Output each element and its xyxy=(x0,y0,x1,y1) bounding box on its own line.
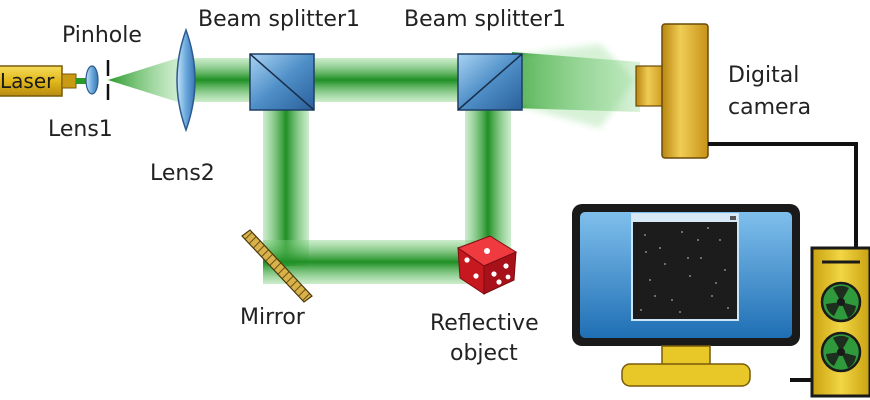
mirror-icon xyxy=(241,229,313,303)
reference-beam-down xyxy=(263,100,309,266)
monitor-icon xyxy=(572,204,800,387)
laser-beam-paths xyxy=(108,44,640,284)
camera-label-line2: camera xyxy=(728,95,811,120)
lens1-icon xyxy=(85,65,99,95)
fan-icon xyxy=(820,331,862,373)
object-beam-up xyxy=(465,100,511,250)
beam-splitter-right-label: Beam splitter1 xyxy=(404,7,566,32)
object-label-line2: object xyxy=(450,341,518,366)
beam-splitter-left-label: Beam splitter1 xyxy=(198,7,360,32)
camera-icon xyxy=(635,23,709,159)
object-label-line1: Reflective xyxy=(430,311,539,336)
lens2-label: Lens2 xyxy=(150,161,215,186)
laser-icon: Laser xyxy=(0,65,77,97)
collimated-beam xyxy=(184,58,474,102)
mirror-label: Mirror xyxy=(240,305,306,330)
pinhole-label: Pinhole xyxy=(62,23,142,48)
lens2-icon xyxy=(176,27,196,133)
lens1-label: Lens1 xyxy=(48,117,113,142)
computer-tower-icon xyxy=(810,246,870,398)
beam-splitter-right-icon xyxy=(457,53,523,111)
camera-label-line1: Digital xyxy=(728,63,799,88)
object-beam-bottom xyxy=(263,240,495,284)
camera-beam-glow xyxy=(512,44,635,128)
speckle-image-window xyxy=(631,213,739,321)
diagram-labels: Pinhole Lens1 Lens2 Beam splitter1 Beam … xyxy=(48,7,811,366)
speckle-pattern xyxy=(640,227,729,313)
dice-icon xyxy=(456,235,518,295)
camera-computer-cables xyxy=(708,142,858,382)
laser-label: Laser xyxy=(0,69,55,93)
beam-splitter-left-icon xyxy=(249,53,315,111)
fan-icon xyxy=(820,281,862,323)
diverging-beam xyxy=(108,56,184,104)
